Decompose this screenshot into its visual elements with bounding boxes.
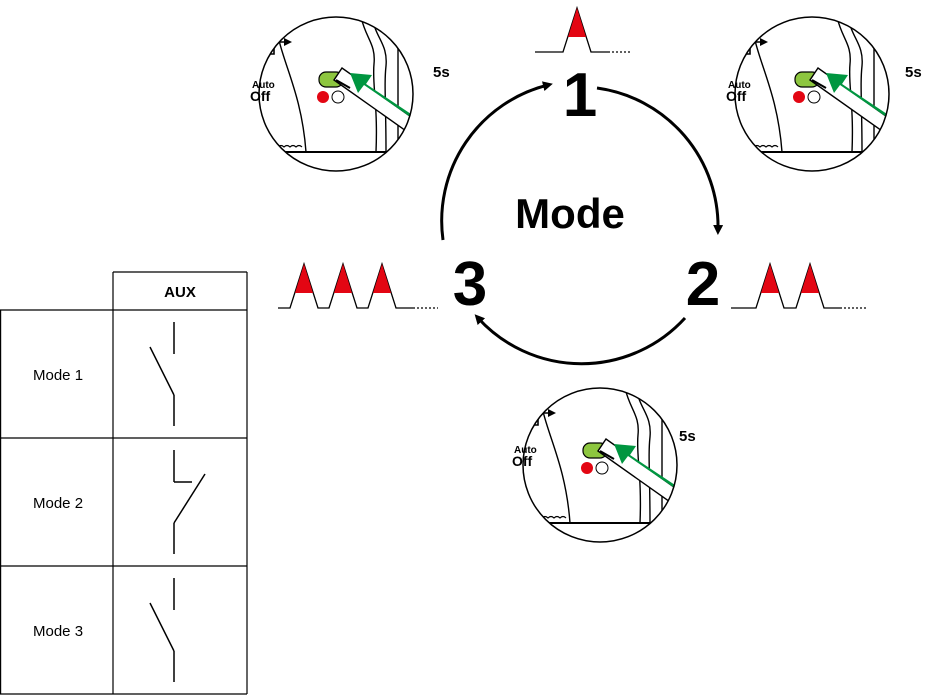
step-number-3: 3 <box>453 250 487 319</box>
pulse-signal-3 <box>278 261 438 309</box>
pulse-peak <box>801 264 819 293</box>
pulse-signal-2 <box>731 261 866 309</box>
auto-label: Auto <box>514 445 537 456</box>
contact-symbol-mode-1 <box>149 322 175 426</box>
cycle-arrow-3-to-1 <box>440 81 553 241</box>
off-label: Off <box>250 88 271 104</box>
pulse-peak <box>334 264 352 293</box>
step-number-1: 1 <box>563 61 597 130</box>
mode-center-label: Mode <box>515 190 625 237</box>
step-number-2: 2 <box>686 250 720 319</box>
hold-time-label: 5s <box>433 64 450 81</box>
pulse-peak <box>373 264 391 293</box>
off-label: Off <box>512 453 533 469</box>
row-label-mode-3: Mode 3 <box>33 623 83 640</box>
contact-symbol-mode-3 <box>149 578 175 682</box>
contact-symbol-mode-2 <box>173 450 206 554</box>
pulse-peak <box>568 8 586 37</box>
hold-time-label: 5s <box>905 64 922 81</box>
hold-time-label: 5s <box>679 428 696 445</box>
pulse-peak <box>761 264 779 293</box>
cycle-arrow-2-to-3 <box>474 314 687 366</box>
aux-table: AUX Mode 1 Mode 2 Mode 3 <box>0 271 248 695</box>
mode-cycle: Mode 1 2 3 <box>440 61 724 366</box>
row-label-mode-2: Mode 2 <box>33 495 83 512</box>
pulse-signal-1 <box>535 5 632 53</box>
device-closeup-top-left: 5s Auto Off <box>250 17 450 171</box>
aux-column-header: AUX <box>164 284 196 301</box>
auto-label: Auto <box>252 80 275 91</box>
off-label: Off <box>726 88 747 104</box>
auto-label: Auto <box>728 80 751 91</box>
pulse-peak <box>295 264 313 293</box>
device-closeup-top-right: 5s Auto Off <box>726 17 922 171</box>
cycle-arrow-1-to-2 <box>596 86 724 235</box>
device-closeup-bottom: 5s Auto Off <box>512 388 696 542</box>
row-label-mode-1: Mode 1 <box>33 367 83 384</box>
